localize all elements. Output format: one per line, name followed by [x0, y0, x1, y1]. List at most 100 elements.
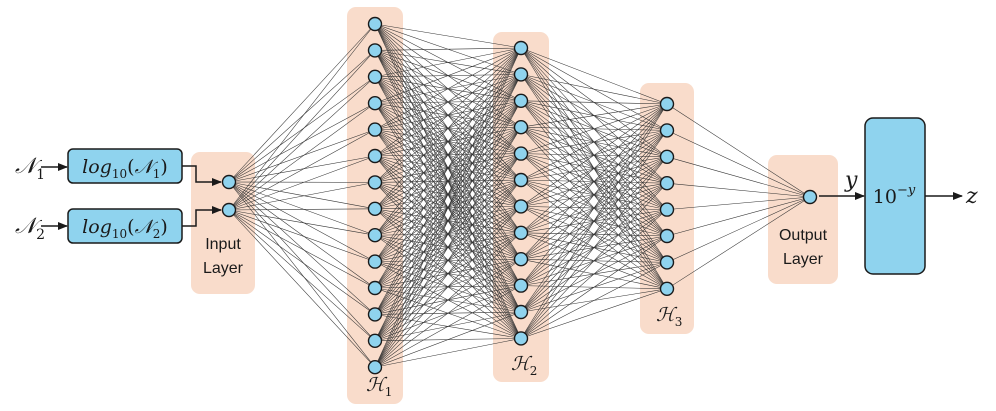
edge-input-1-to-h1-11 [228, 209, 376, 315]
edge-h2-0-to-h3-0 [520, 47, 668, 105]
h2-node-1 [513, 67, 529, 82]
h3-node-3 [659, 175, 675, 191]
h2-label: ℋ2 [511, 353, 537, 378]
edge-input-0-to-h1-4 [228, 129, 376, 183]
edge-h2-1-to-h3-0 [520, 74, 668, 105]
input-layer-label-line2: Layer [203, 260, 244, 277]
edge-h2-3-to-h3-0 [520, 103, 668, 128]
edge-h3-1-to-output-0 [666, 130, 811, 198]
edge-h3-2-to-output-0 [666, 156, 811, 198]
log-box-2-text: log10(𝒩2) [82, 216, 168, 241]
edge-h1-11-to-h2-0 [374, 47, 522, 315]
h3-node-7 [659, 281, 675, 296]
edge-h3-5-to-output-0 [666, 196, 811, 237]
arrow-log1-to-input [182, 165, 222, 186]
edge-h2-11-to-h3-4 [520, 209, 668, 339]
edge-h2-7-to-h3-0 [520, 103, 668, 234]
edge-h2-10-to-h3-0 [520, 103, 668, 313]
h2-node-0 [513, 40, 529, 56]
edge-input-1-to-h1-1 [228, 50, 376, 211]
edge-h2-4-to-h3-0 [520, 103, 668, 154]
edge-h1-13-to-h2-11 [374, 338, 522, 368]
edge-input-1-to-h1-7 [228, 208, 376, 211]
output-node-0 [802, 189, 818, 205]
edge-h1-13-to-h2-0 [374, 47, 522, 368]
input-layer-label-line1: Input [205, 236, 241, 253]
output-layer-label-line1: Output [779, 227, 828, 244]
edge-h1-13-to-h2-8 [374, 258, 522, 368]
edge-h1-0-to-h2-0 [374, 23, 522, 49]
input-node-1 [221, 202, 237, 218]
edge-h1-13-to-h2-3 [374, 127, 522, 368]
edge-h2-9-to-h3-0 [520, 103, 668, 286]
edge-h2-8-to-h3-0 [520, 103, 668, 260]
edge-h2-11-to-h3-6 [520, 262, 668, 339]
power-box-text: 10−y [873, 183, 916, 208]
edge-h1-2-to-h2-0 [374, 47, 522, 78]
edge-h1-5-to-h2-0 [374, 47, 522, 157]
edge-h3-4-to-output-0 [666, 196, 811, 210]
edge-h1-8-to-h2-0 [374, 47, 522, 236]
arrow-log2-to-input [182, 206, 222, 227]
h1-node-4 [367, 122, 383, 137]
edge-input-0-to-h1-3 [228, 102, 376, 183]
h1-node-9 [367, 254, 383, 269]
edge-h1-4-to-h2-0 [374, 47, 522, 130]
edge-input-0-to-h1-12 [228, 181, 376, 341]
edge-input-1-to-h1-9 [228, 209, 376, 262]
edge-h3-7-to-output-0 [666, 196, 811, 290]
h3-label: ℋ3 [656, 304, 682, 329]
edge-h1-13-to-h2-7 [374, 232, 522, 368]
edge-h2-5-to-h3-0 [520, 103, 668, 181]
h3-node-0 [659, 96, 675, 112]
edge-input-0-to-h1-13 [228, 181, 376, 368]
edge-input-1-to-h1-4 [228, 129, 376, 211]
z-label: z [965, 184, 978, 209]
h1-node-13 [367, 360, 383, 375]
edge-h1-1-to-h2-0 [374, 47, 522, 51]
h2-node-5 [513, 172, 529, 188]
edge-input-1-to-h1-13 [228, 209, 376, 368]
connections [228, 23, 811, 368]
h1-node-6 [367, 175, 383, 190]
h1-node-2 [367, 69, 383, 85]
h3-node-1 [659, 123, 675, 138]
edge-input-1-to-h1-10 [228, 209, 376, 289]
edge-input-0-to-h1-2 [228, 76, 376, 183]
edge-h1-10-to-h2-0 [374, 47, 522, 289]
edge-input-1-to-h1-0 [228, 23, 376, 211]
h2-node-8 [513, 252, 529, 267]
edge-input-1-to-h1-5 [228, 155, 376, 211]
edge-input-1-to-h1-12 [228, 209, 376, 342]
edge-h1-13-to-h2-2 [374, 100, 522, 368]
edge-h1-9-to-h2-0 [374, 47, 522, 262]
edge-h3-3-to-output-0 [666, 182, 811, 198]
h3-node-6 [659, 255, 675, 270]
edge-input-0-to-h1-11 [228, 181, 376, 315]
edge-input-0-to-h1-0 [228, 23, 376, 183]
h1-node-1 [367, 43, 383, 58]
edge-input-1-to-h1-3 [228, 102, 376, 211]
h3-node-4 [659, 202, 675, 217]
output-layer-band [768, 155, 838, 284]
edge-h2-11-to-h3-7 [520, 288, 668, 339]
h2-node-2 [513, 93, 529, 109]
edge-input-0-to-h1-5 [228, 155, 376, 183]
h1-node-3 [367, 95, 383, 111]
h2-node-11 [513, 331, 529, 346]
input-node-0 [221, 174, 237, 190]
nodes [221, 16, 818, 375]
h2-node-10 [513, 304, 529, 320]
edge-h2-11-to-h3-5 [520, 235, 668, 339]
edge-h3-0-to-output-0 [666, 103, 811, 198]
edge-h2-11-to-h3-0 [520, 103, 668, 339]
h1-node-8 [367, 227, 383, 243]
h1-node-5 [367, 148, 383, 164]
edge-input-0-to-h1-1 [228, 50, 376, 183]
edge-h1-13-to-h2-1 [374, 74, 522, 368]
h3-node-2 [659, 149, 675, 165]
edge-h1-3-to-h2-0 [374, 47, 522, 104]
output-layer-label-line2: Layer [783, 251, 824, 268]
h2-node-7 [513, 225, 529, 241]
h2-node-3 [513, 119, 529, 135]
